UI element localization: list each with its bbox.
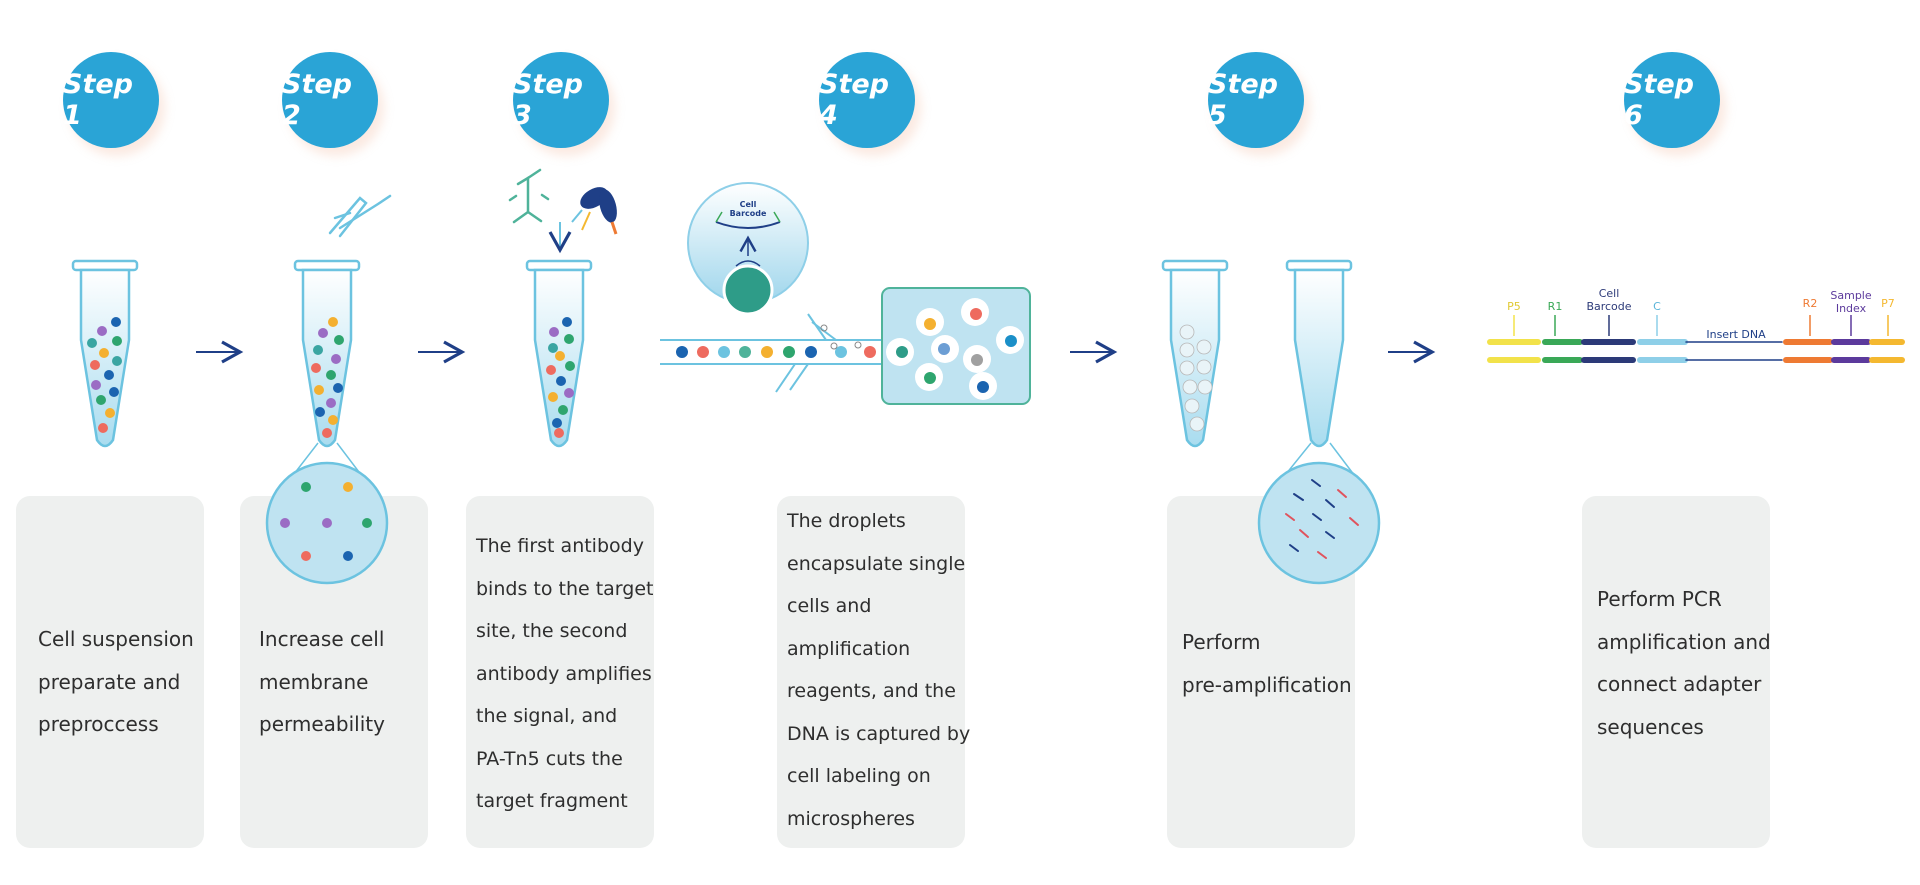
step-5-label: Step 5 <box>1208 69 1278 131</box>
permeability-reagent-icon <box>328 194 392 238</box>
step-3-badge: Step 3 <box>513 52 609 148</box>
zoom-circle-step-5 <box>1257 442 1381 585</box>
step-4-label: Step 4 <box>819 69 889 131</box>
microfluidic-channel <box>660 313 882 393</box>
step-6-badge: Step 6 <box>1624 52 1720 148</box>
tube-step-2 <box>293 259 361 448</box>
library-construct: P5 R1 Cell Barcode C Insert DNA R2 Sampl… <box>1487 287 1905 363</box>
droplets-step-5 <box>1179 324 1213 432</box>
bubble-label-line-2: Barcode <box>730 209 767 218</box>
step-1-badge: Step 1 <box>63 52 159 148</box>
label-r2: R2 <box>1803 297 1818 310</box>
step-6-card <box>1582 496 1770 848</box>
label-sample-index-2: Index <box>1836 302 1867 315</box>
label-insert-dna: Insert DNA <box>1706 328 1766 341</box>
step-1-card <box>16 496 204 848</box>
step-4-card <box>777 496 965 848</box>
cells-step-3 <box>546 317 575 438</box>
step-2-badge: Step 2 <box>282 52 378 148</box>
zoom-circle-step-2 <box>265 442 389 585</box>
antibody-icon <box>508 168 550 224</box>
bubble-label-line-1: Cell <box>740 200 757 209</box>
tube-step-5a <box>1161 259 1229 448</box>
cells-step-2 <box>311 317 344 438</box>
step-2-label: Step 2 <box>282 69 352 131</box>
tube-step-5b <box>1285 259 1353 448</box>
step-1-label: Step 1 <box>63 69 133 131</box>
label-cell-barcode-2: Barcode <box>1586 300 1631 313</box>
pa-tn5-icon <box>571 187 618 235</box>
step-3-card <box>466 496 654 848</box>
label-c: C <box>1653 300 1661 313</box>
label-r1: R1 <box>1548 300 1563 313</box>
step-4-badge: Step 4 <box>819 52 915 148</box>
tube-step-1 <box>71 259 139 448</box>
cells-step-1 <box>87 317 122 433</box>
label-p5: P5 <box>1507 300 1521 313</box>
label-sample-index-1: Sample <box>1830 289 1871 302</box>
step-5-badge: Step 5 <box>1208 52 1304 148</box>
label-p7: P7 <box>1881 297 1895 310</box>
barcode-bubble: Cell Barcode <box>687 182 809 316</box>
step-6-label: Step 6 <box>1624 69 1694 131</box>
label-cell-barcode-1: Cell <box>1599 287 1620 300</box>
step-3-label: Step 3 <box>513 69 583 131</box>
tube-step-3 <box>525 259 593 448</box>
dna-label-ticks <box>1513 315 1889 336</box>
droplet-chamber <box>881 287 1031 405</box>
